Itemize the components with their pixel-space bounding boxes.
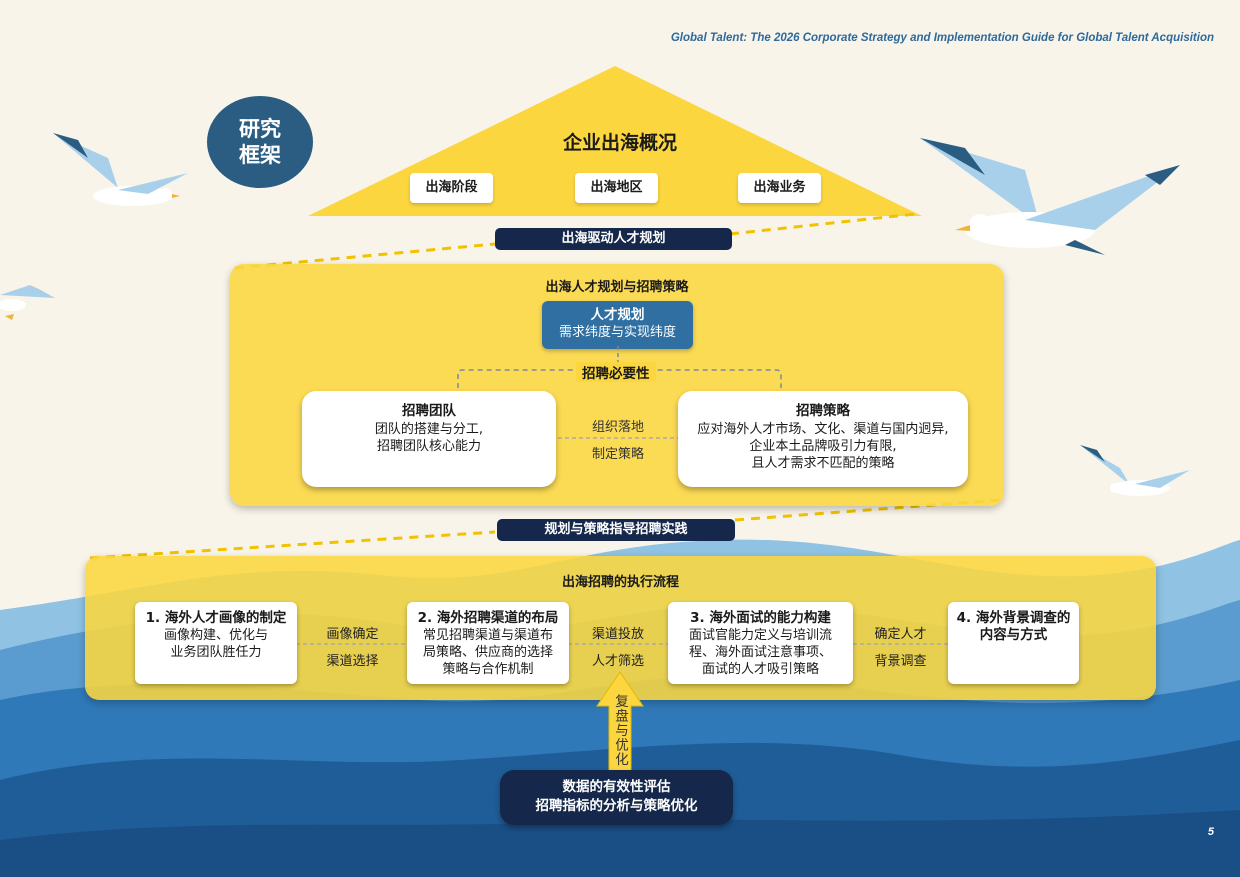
data-evaluation-line-2: 招聘指标的分析与策略优化 — [535, 798, 698, 814]
talent-planning-title: 人才规划 — [590, 307, 645, 323]
execution-step-3-line-1: 面试官能力定义与培训流 — [688, 628, 832, 643]
recruitment-strategy-card: 招聘策略 应对海外人才市场、文化、渠道与国内迥异, 企业本土品牌吸引力有限, 且… — [678, 391, 968, 487]
execution-step-2: 2. 海外招聘渠道的布局 常见招聘渠道与渠道布 局策略、供应商的选择 策略与合作… — [407, 602, 569, 684]
execution-panel-title: 出海招聘的执行流程 — [561, 575, 679, 590]
roof-chip-region: 出海地区 — [575, 173, 658, 203]
execution-step-1-title: 1. 海外人才画像的制定 — [145, 610, 287, 626]
execution-step-2-line-2: 局策略、供应商的选择 — [422, 645, 553, 660]
execution-step-2-line-3: 策略与合作机制 — [442, 662, 534, 677]
middle-label-strategy: 制定策略 — [591, 447, 644, 462]
research-framework-badge: 研究 框架 — [207, 96, 313, 188]
recruitment-strategy-line-2: 企业本土品牌吸引力有限, — [749, 439, 897, 454]
talent-planning-subtitle: 需求纬度与实现纬度 — [558, 325, 676, 340]
connector-pill-guidance: 规划与策略指导招聘实践 — [497, 519, 735, 541]
roof-chip-business: 出海业务 — [738, 173, 821, 203]
connector-3-bottom: 背景调查 — [874, 654, 927, 669]
connector-pill-talent-planning: 出海驱动人才规划 — [495, 228, 732, 250]
connector-2-bottom: 人才筛选 — [591, 654, 644, 669]
roof-title: 企业出海概况 — [562, 132, 677, 154]
recruitment-team-card: 招聘团队 团队的搭建与分工, 招聘团队核心能力 — [302, 391, 556, 487]
execution-step-3: 3. 海外面试的能力构建 面试官能力定义与培训流 程、海外面试注意事项、 面试的… — [668, 602, 853, 684]
badge-line-2: 框架 — [239, 143, 281, 167]
talent-planning-box: 人才规划 需求纬度与实现纬度 — [542, 301, 693, 349]
execution-step-3-line-3: 面试的人才吸引策略 — [701, 662, 819, 677]
connector-1-bottom: 渠道选择 — [326, 654, 379, 669]
execution-step-2-line-1: 常见招聘渠道与渠道布 — [422, 628, 553, 643]
recruitment-strategy-line-3: 且人才需求不匹配的策略 — [751, 456, 895, 471]
execution-step-1-line-2: 业务团队胜任力 — [170, 645, 262, 660]
execution-step-4-title: 4. 海外背景调查的 — [956, 610, 1071, 626]
execution-step-1: 1. 海外人才画像的制定 画像构建、优化与 业务团队胜任力 — [135, 602, 297, 684]
middle-label-organization: 组织落地 — [591, 420, 644, 435]
feedback-arrow-label: 复盘与优化 — [612, 694, 628, 767]
execution-step-3-title: 3. 海外面试的能力构建 — [690, 610, 831, 626]
connector-3-top: 确定人才 — [874, 627, 927, 642]
planning-panel-title: 出海人才规划与招聘策略 — [545, 280, 689, 295]
data-evaluation-box: 数据的有效性评估 招聘指标的分析与策略优化 — [500, 770, 733, 825]
roof-chip-stage: 出海阶段 — [410, 173, 493, 203]
execution-step-1-line-1: 画像构建、优化与 — [163, 628, 268, 643]
seagull-right-illustration — [920, 138, 1180, 255]
recruitment-strategy-title: 招聘策略 — [796, 403, 850, 419]
recruitment-team-line-2: 招聘团队核心能力 — [376, 439, 481, 454]
page-number: 5 — [1207, 826, 1214, 838]
execution-step-4: 4. 海外背景调查的 内容与方式 — [948, 602, 1079, 684]
connector-1-top: 画像确定 — [326, 627, 379, 642]
data-evaluation-line-1: 数据的有效性评估 — [562, 779, 671, 795]
recruitment-necessity-label: 招聘必要性 — [576, 362, 656, 382]
execution-step-3-line-2: 程、海外面试注意事项、 — [688, 645, 832, 660]
badge-line-1: 研究 — [239, 117, 281, 141]
recruitment-team-title: 招聘团队 — [402, 403, 456, 419]
seagull-small-right-illustration — [1080, 445, 1190, 496]
connector-2-top: 渠道投放 — [591, 627, 644, 642]
recruitment-strategy-line-1: 应对海外人才市场、文化、渠道与国内迥异, — [697, 422, 949, 437]
execution-step-4-line-1: 内容与方式 — [979, 627, 1048, 643]
recruitment-team-line-1: 团队的搭建与分工, — [374, 422, 484, 437]
execution-step-2-title: 2. 海外招聘渠道的布局 — [417, 610, 559, 626]
document-title: Global Talent: The 2026 Corporate Strate… — [670, 32, 1214, 44]
seagull-edge-left-illustration — [0, 285, 55, 320]
seagull-left-illustration — [53, 133, 188, 206]
